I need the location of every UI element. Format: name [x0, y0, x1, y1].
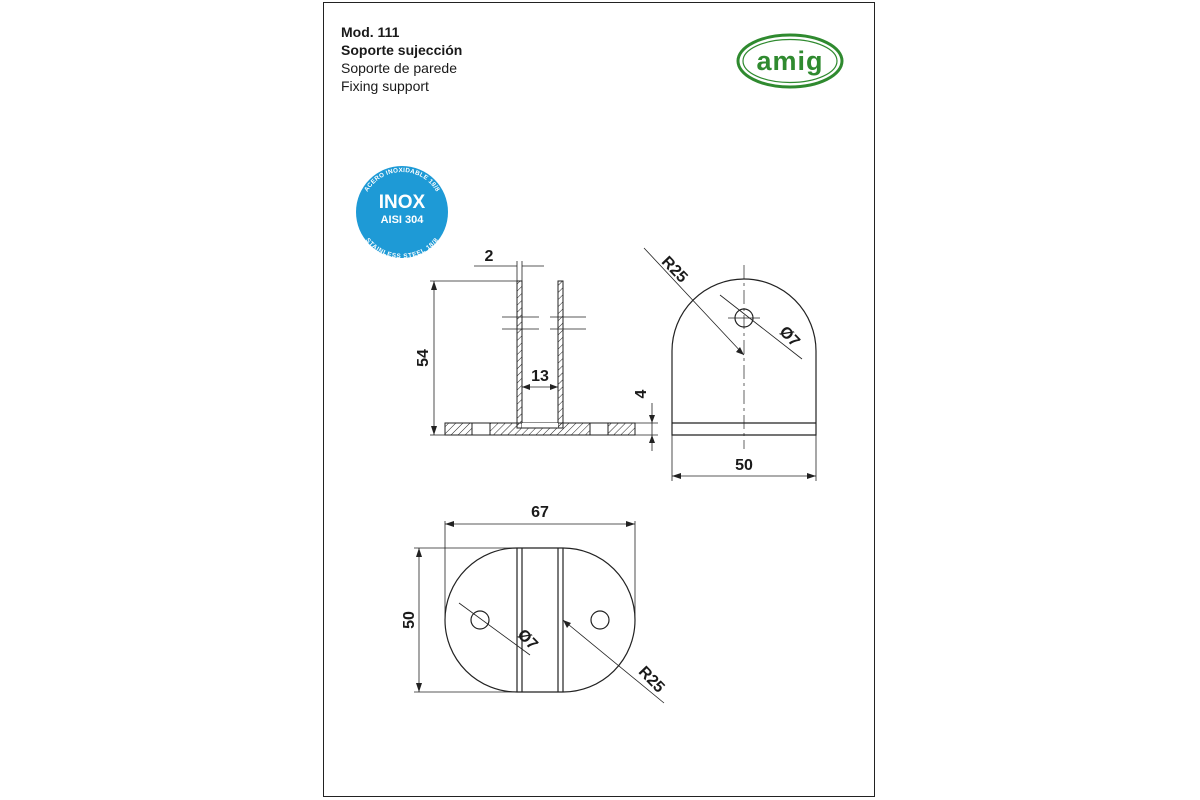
- dim-height: 54: [415, 349, 432, 367]
- dim-top-radius: R25: [635, 663, 668, 696]
- dim-front-hole: Ø7: [776, 323, 803, 350]
- dim-gap: 13: [531, 368, 549, 385]
- technical-drawing: amig ACERO INOXIDABLE 18/8 STAINLESS STE…: [356, 33, 844, 704]
- drawing-sheet: Mod. 111 Soporte sujección Soporte de pa…: [323, 2, 875, 797]
- dim-top-hole: Ø7: [514, 626, 541, 653]
- subtitle-english: Fixing support: [341, 78, 429, 94]
- dim-top-width: 50: [401, 611, 418, 629]
- top-view-labels: 67 50 Ø7 R25: [401, 504, 668, 696]
- front-view: [643, 247, 817, 481]
- badge-main: INOX: [379, 192, 426, 213]
- inox-badge: ACERO INOXIDABLE 18/8 STAINLESS STEEL 18…: [356, 166, 448, 260]
- side-section-view: [430, 261, 658, 451]
- badge-sub: AISI 304: [381, 214, 425, 226]
- model-number: Mod. 111: [341, 24, 400, 40]
- dim-base-thickness: 4: [633, 389, 650, 398]
- dim-thickness: 2: [485, 248, 494, 265]
- side-view-labels: 2 54 13 4: [415, 248, 650, 398]
- subtitle-spanish: Soporte de parede: [341, 60, 457, 76]
- title-block: Mod. 111 Soporte sujección Soporte de pa…: [341, 23, 462, 95]
- dim-top-length: 67: [531, 504, 549, 521]
- logo-text: amig: [756, 46, 823, 76]
- amig-logo: amig: [736, 33, 844, 89]
- product-name: Soporte sujección: [341, 42, 463, 58]
- top-view: [414, 521, 665, 704]
- dim-front-width: 50: [735, 457, 753, 474]
- dim-front-radius: R25: [658, 253, 691, 286]
